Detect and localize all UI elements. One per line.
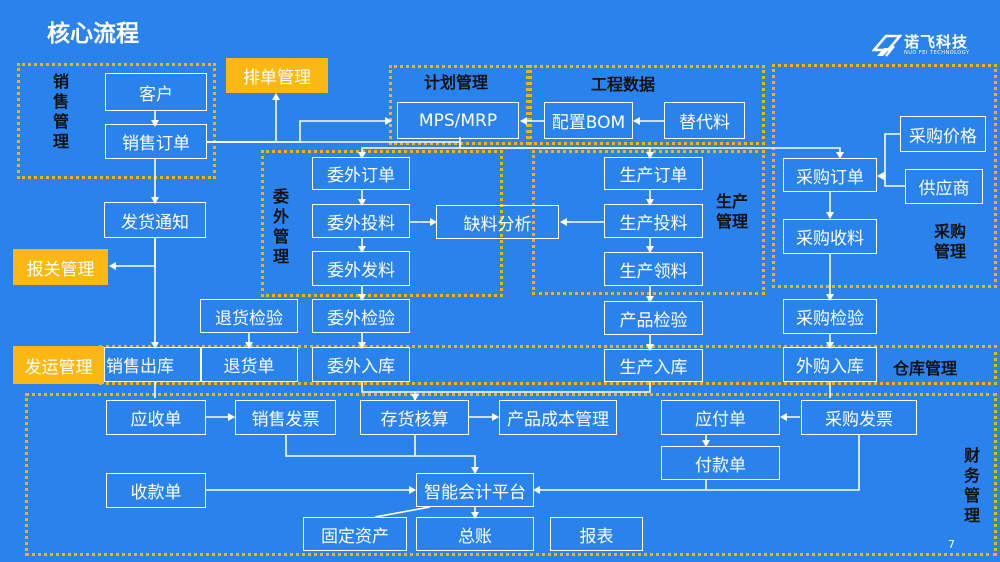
node-return-order[interactable]: 退货单 — [200, 347, 298, 382]
node-smart-platform[interactable]: 智能会计平台 — [416, 473, 534, 507]
group-label-sales: 销售管理 — [52, 72, 69, 151]
logo-icon — [871, 34, 903, 57]
logo-name: 诺飞科技 — [904, 33, 969, 51]
node-out-issue[interactable]: 委外发料 — [312, 251, 410, 286]
node-prod-feed[interactable]: 生产投料 — [604, 204, 703, 238]
node-purchase-inbound[interactable]: 外购入库 — [783, 347, 877, 382]
node-fixed-assets[interactable]: 固定资产 — [303, 517, 407, 551]
node-purchase-invoice[interactable]: 采购发票 — [801, 400, 917, 435]
node-config-bom[interactable]: 配置BOM — [544, 102, 633, 139]
group-label-production: 生产管理 — [715, 192, 748, 231]
node-product-inspection[interactable]: 产品检验 — [604, 301, 703, 335]
node-product-cost[interactable]: 产品成本管理 — [499, 400, 617, 435]
node-prod-pick[interactable]: 生产领料 — [604, 252, 703, 286]
group-sales — [17, 63, 216, 179]
group-label-outsourcing: 委外管理 — [272, 187, 289, 266]
group-engineering — [529, 65, 765, 145]
group-label-planning: 计划管理 — [424, 73, 489, 92]
node-out-order[interactable]: 委外订单 — [312, 157, 410, 190]
node-shipping[interactable]: 发运管理 — [13, 346, 104, 384]
node-substitute[interactable]: 替代料 — [664, 102, 745, 139]
node-mps-mrp[interactable]: MPS/MRP — [397, 102, 519, 139]
node-purchase-receive[interactable]: 采购收料 — [783, 219, 877, 254]
node-shortage[interactable]: 缺料分析 — [436, 205, 559, 239]
node-prod-inbound[interactable]: 生产入库 — [604, 349, 703, 382]
group-label-engineering: 工程数据 — [591, 75, 656, 94]
company-logo: 诺飞科技 NUO FEI TECHNOLOGY — [871, 30, 972, 66]
page-title: 核心流程 — [47, 21, 139, 47]
node-sales-order[interactable]: 销售订单 — [105, 124, 207, 159]
logo-subtitle: NUO FEI TECHNOLOGY — [904, 50, 970, 56]
node-customs[interactable]: 报关管理 — [13, 249, 108, 285]
node-customer[interactable]: 客户 — [105, 73, 207, 111]
node-out-inbound[interactable]: 委外入库 — [312, 347, 410, 382]
node-prod-order[interactable]: 生产订单 — [604, 157, 703, 190]
node-scheduling[interactable]: 排单管理 — [226, 58, 328, 93]
group-purchasing — [772, 64, 997, 288]
node-ledger[interactable]: 总账 — [416, 517, 534, 551]
node-purchase-inspection[interactable]: 采购检验 — [783, 299, 877, 334]
node-payable[interactable]: 应付单 — [661, 400, 780, 435]
node-sales-out[interactable]: 销售出库 — [104, 347, 202, 382]
node-return-inspection[interactable]: 退货检验 — [200, 299, 298, 333]
group-finance — [25, 393, 997, 556]
node-out-inspection[interactable]: 委外检验 — [312, 299, 410, 333]
group-production — [532, 150, 765, 295]
node-supplier[interactable]: 供应商 — [905, 169, 983, 204]
group-outsourcing — [261, 150, 503, 297]
node-purchase-order[interactable]: 采购订单 — [783, 158, 877, 192]
node-reports[interactable]: 报表 — [550, 517, 643, 551]
group-label-finance: 财务管理 — [963, 446, 980, 525]
group-label-warehouse: 仓库管理 — [893, 359, 958, 378]
node-delivery-notice[interactable]: 发货通知 — [104, 202, 206, 238]
node-payment[interactable]: 付款单 — [661, 446, 780, 480]
node-collection[interactable]: 收款单 — [106, 473, 206, 508]
node-sales-invoice[interactable]: 销售发票 — [235, 400, 336, 435]
group-label-purchasing: 采购管理 — [933, 222, 966, 261]
group-planning — [389, 65, 529, 145]
node-receivable[interactable]: 应收单 — [106, 400, 206, 435]
page-number: 7 — [948, 538, 955, 551]
node-out-feed[interactable]: 委外投料 — [312, 204, 410, 238]
node-purchase-price[interactable]: 采购价格 — [900, 116, 986, 152]
node-inventory-accounting[interactable]: 存货核算 — [360, 400, 469, 435]
